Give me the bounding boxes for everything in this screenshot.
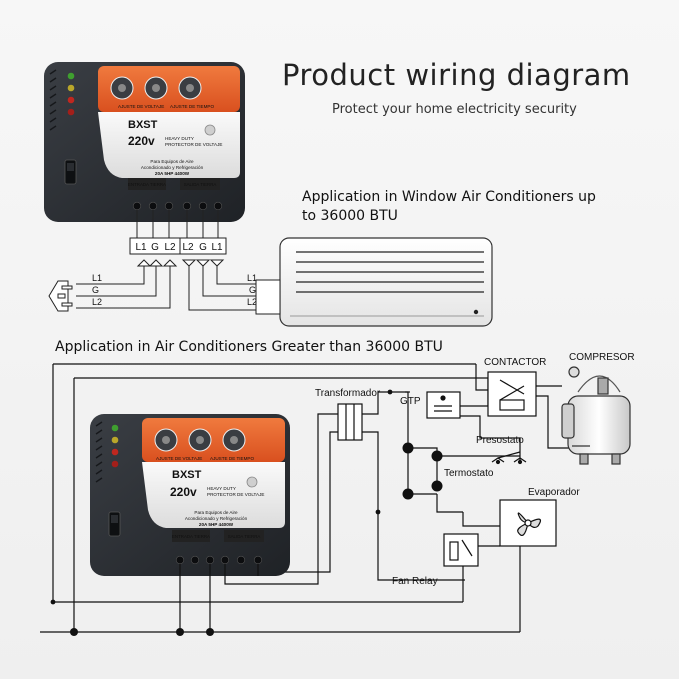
thermostat-label: Termostato: [444, 468, 494, 479]
window-ac-unit-icon: [255, 237, 493, 327]
led-green-icon: [111, 424, 119, 432]
heavy-duty-label: HEAVY DUTY: [207, 486, 236, 491]
ac-wire-l1: L1: [247, 273, 257, 283]
protector-label: PROTECTOR DE VOLTAJE: [165, 142, 222, 147]
window-ac-heading: Application in Window Air Conditioners u…: [302, 189, 596, 224]
large-ac-heading: Application in Air Conditioners Greater …: [55, 339, 443, 355]
plug-wire-l2: L2: [92, 297, 102, 307]
led-red-icon: [111, 448, 119, 456]
led-red-icon: [67, 96, 75, 104]
gtp-relay-icon: [426, 391, 461, 419]
ac-wire-l2: L2: [247, 297, 257, 307]
rating-label: 20A 5HP 4400W: [155, 171, 190, 176]
output-label: SALIDA TIERRA: [184, 182, 217, 187]
led-red-icon: [111, 460, 119, 468]
voltage-label: 220v: [128, 134, 155, 148]
purpose-line-2: Acondicionado y Refrigeración: [185, 516, 248, 521]
protector-device-top: AJUSTE DE VOLTAJE AJUSTE DE TIEMPO BXST …: [44, 62, 245, 222]
power-plug-icon: [48, 280, 73, 312]
pressostat-label: Presostato: [476, 435, 524, 446]
led-red-icon: [67, 108, 75, 116]
knob-icon[interactable]: [144, 76, 168, 100]
heavy-duty-label: HEAVY DUTY: [165, 136, 194, 141]
knob-time-label: AJUSTE DE TIEMPO: [170, 104, 215, 109]
terminal-out-l2: L2: [182, 242, 194, 253]
knob-time-label: AJUSTE DE TIEMPO: [210, 456, 255, 461]
terminal-out-g: G: [199, 242, 207, 253]
knob-icon[interactable]: [188, 428, 212, 452]
brand-logo: BXST: [128, 119, 158, 131]
knob-icon[interactable]: [110, 76, 134, 100]
plug-wire-l1: L1: [92, 273, 102, 283]
purpose-line-2: Acondicionado y Refrigeración: [141, 165, 204, 170]
voltage-label: 220v: [170, 485, 197, 499]
terminal-in-l2: L2: [164, 242, 176, 253]
knob-icon[interactable]: [178, 76, 202, 100]
terminal-out-l1: L1: [211, 242, 223, 253]
knob-icon[interactable]: [154, 428, 178, 452]
purpose-line-1: Para Equipos de Aire: [150, 159, 194, 164]
contactor-icon: [487, 371, 537, 417]
knob-icon[interactable]: [222, 428, 246, 452]
gtp-label: GTP: [400, 396, 421, 407]
page-title: Product wiring diagram: [282, 58, 631, 92]
protector-label: PROTECTOR DE VOLTAJE: [207, 492, 264, 497]
ac-wire-g: G: [249, 285, 256, 295]
purpose-line-1: Para Equipos de Aire: [194, 510, 238, 515]
indicator-light: [204, 124, 216, 136]
page-subtitle: Protect your home electricity security: [332, 102, 577, 117]
knob-voltage-label: AJUSTE DE VOLTAJE: [118, 104, 164, 109]
transformer-label: Transformador: [315, 388, 381, 399]
compressor-label: COMPRESOR: [569, 352, 635, 363]
fan-relay-label: Fan Relay: [392, 576, 438, 587]
contactor-label: CONTACTOR: [484, 357, 546, 368]
pressostat-switch-icon: [491, 451, 527, 465]
evaporator-fan-icon: [499, 499, 557, 547]
led-green-icon: [67, 72, 75, 80]
terminal-in-l1: L1: [135, 242, 147, 253]
output-label: SALIDA TIERRA: [228, 534, 261, 539]
transformer-icon: [337, 403, 363, 441]
brand-logo: BXST: [172, 469, 202, 481]
evaporator-label: Evaporador: [528, 487, 580, 498]
input-label: ENTRADA TIERRA: [172, 534, 210, 539]
terminal-in-g: G: [151, 242, 159, 253]
rating-label: 20A 5HP 4400W: [199, 522, 234, 527]
knob-voltage-label: AJUSTE DE VOLTAJE: [156, 456, 202, 461]
indicator-light: [246, 476, 258, 488]
protector-device-bottom: AJUSTE DE VOLTAJE AJUSTE DE TIEMPO BXST …: [90, 414, 290, 576]
led-yellow-icon: [67, 84, 75, 92]
input-label: ENTRADA TIERRA: [128, 182, 166, 187]
compressor-icon: [561, 366, 631, 465]
fan-relay-icon: [443, 533, 479, 567]
plug-wire-g: G: [92, 285, 99, 295]
led-yellow-icon: [111, 436, 119, 444]
